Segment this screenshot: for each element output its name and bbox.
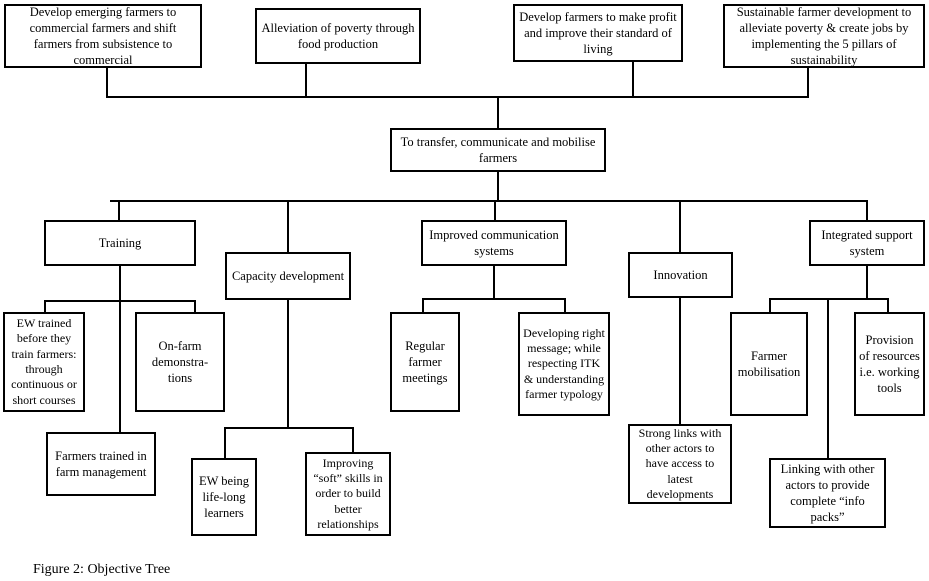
connector-training-child-3-drop <box>119 300 121 432</box>
connector-capdev-child-1-drop <box>224 427 226 458</box>
connector-output-bus <box>110 200 868 202</box>
activity-label-farmers-trained-farm-management: Farmers trained in farm management <box>55 449 147 479</box>
connector-goal-3-drop <box>632 62 634 96</box>
activity-box-strong-links-other-actors: Strong links with other actors to have a… <box>628 424 732 504</box>
output-box-capacity-development: Capacity development <box>225 252 351 300</box>
activity-box-on-farm-demonstrations: On-farm demonstra-tions <box>135 312 225 412</box>
activity-box-ew-trained: EW trained before they train farmers: th… <box>3 312 85 412</box>
output-box-improved-communication-systems: Improved communication systems <box>421 220 567 266</box>
connector-iss-child-2-drop <box>887 298 889 312</box>
connector-bus-to-purpose <box>497 96 499 128</box>
connector-capdev-stem <box>287 300 289 429</box>
connector-ics-child-1-drop <box>422 298 424 312</box>
goal-label-4: Sustainable farmer development to allevi… <box>736 5 912 67</box>
connector-training-child-1-drop <box>44 300 46 312</box>
activity-label-farmer-mobilisation: Farmer mobilisation <box>737 349 801 379</box>
purpose-box: To transfer, communicate and mobilise fa… <box>390 128 606 172</box>
activity-box-ew-life-long-learners: EW being life-long learners <box>191 458 257 536</box>
activity-box-improving-soft-skills: Improving “soft” skills in order to buil… <box>305 452 391 536</box>
goal-box-3: Develop farmers to make profit and impro… <box>513 4 683 62</box>
activity-label-provision-of-resources: Provision of resources i.e. working tool… <box>859 333 920 395</box>
connector-training-stem <box>119 266 121 302</box>
connector-capdev-bus <box>224 427 354 429</box>
activity-label-on-farm-demonstrations: On-farm demonstra-tions <box>151 339 209 385</box>
connector-goal-4-drop <box>807 68 809 96</box>
goal-label-3: Develop farmers to make profit and impro… <box>519 10 677 56</box>
connector-goal-2-drop <box>305 64 307 96</box>
goal-label-2: Alleviation of poverty through food prod… <box>261 21 415 51</box>
activity-box-provision-of-resources: Provision of resources i.e. working tool… <box>854 312 925 416</box>
connector-output-innovation-drop <box>679 200 681 252</box>
goal-box-2: Alleviation of poverty through food prod… <box>255 8 421 64</box>
connector-capdev-child-2-drop <box>352 427 354 452</box>
connector-output-ics-drop <box>494 200 496 220</box>
output-label-capacity-development: Capacity development <box>231 269 345 283</box>
activity-box-developing-right-message: Developing right message; while respecti… <box>518 312 610 416</box>
connector-training-child-2-drop <box>194 300 196 312</box>
activity-label-linking-with-other-actors: Linking with other actors to provide com… <box>780 462 875 524</box>
output-box-training: Training <box>44 220 196 266</box>
activity-box-farmers-trained-farm-management: Farmers trained in farm management <box>46 432 156 496</box>
output-label-improved-communication-systems: Improved communication systems <box>429 228 559 258</box>
goal-box-1: Develop emerging farmers to commercial f… <box>4 4 202 68</box>
connector-iss-bus <box>769 298 889 300</box>
activity-label-strong-links-other-actors: Strong links with other actors to have a… <box>638 425 722 502</box>
activity-box-farmer-mobilisation: Farmer mobilisation <box>730 312 808 416</box>
connector-innovation-stem <box>679 298 681 424</box>
output-box-innovation: Innovation <box>628 252 733 298</box>
output-label-training: Training <box>98 236 142 250</box>
connector-purpose-drop <box>497 172 499 202</box>
figure-caption: Figure 2: Objective Tree <box>33 562 171 577</box>
output-label-innovation: Innovation <box>653 268 708 282</box>
activity-label-regular-farmer-meetings: Regular farmer meetings <box>402 339 448 385</box>
goal-box-4: Sustainable farmer development to allevi… <box>723 4 925 68</box>
output-box-integrated-support-system: Integrated support system <box>809 220 925 266</box>
connector-ics-child-2-drop <box>564 298 566 312</box>
connector-ics-bus <box>422 298 566 300</box>
purpose-label: To transfer, communicate and mobilise fa… <box>400 135 596 165</box>
activity-label-developing-right-message: Developing right message; while respecti… <box>523 325 605 402</box>
activity-box-regular-farmer-meetings: Regular farmer meetings <box>390 312 460 412</box>
connector-output-iss-drop <box>866 200 868 220</box>
connector-goal-bus <box>106 96 809 98</box>
connector-ics-stem <box>493 266 495 300</box>
connector-goal-1-drop <box>106 68 108 96</box>
activity-label-improving-soft-skills: Improving “soft” skills in order to buil… <box>313 455 383 532</box>
goal-label-1: Develop emerging farmers to commercial f… <box>29 5 177 67</box>
connector-output-capdev-drop <box>287 200 289 252</box>
activity-box-linking-with-other-actors: Linking with other actors to provide com… <box>769 458 886 528</box>
connector-iss-child-3-drop <box>827 298 829 458</box>
connector-iss-stem <box>866 266 868 300</box>
activity-label-ew-trained: EW trained before they train farmers: th… <box>11 315 77 407</box>
connector-output-training-drop <box>118 200 120 220</box>
connector-iss-child-1-drop <box>769 298 771 312</box>
output-label-integrated-support-system: Integrated support system <box>821 228 913 258</box>
activity-label-ew-life-long-learners: EW being life-long learners <box>198 474 250 520</box>
